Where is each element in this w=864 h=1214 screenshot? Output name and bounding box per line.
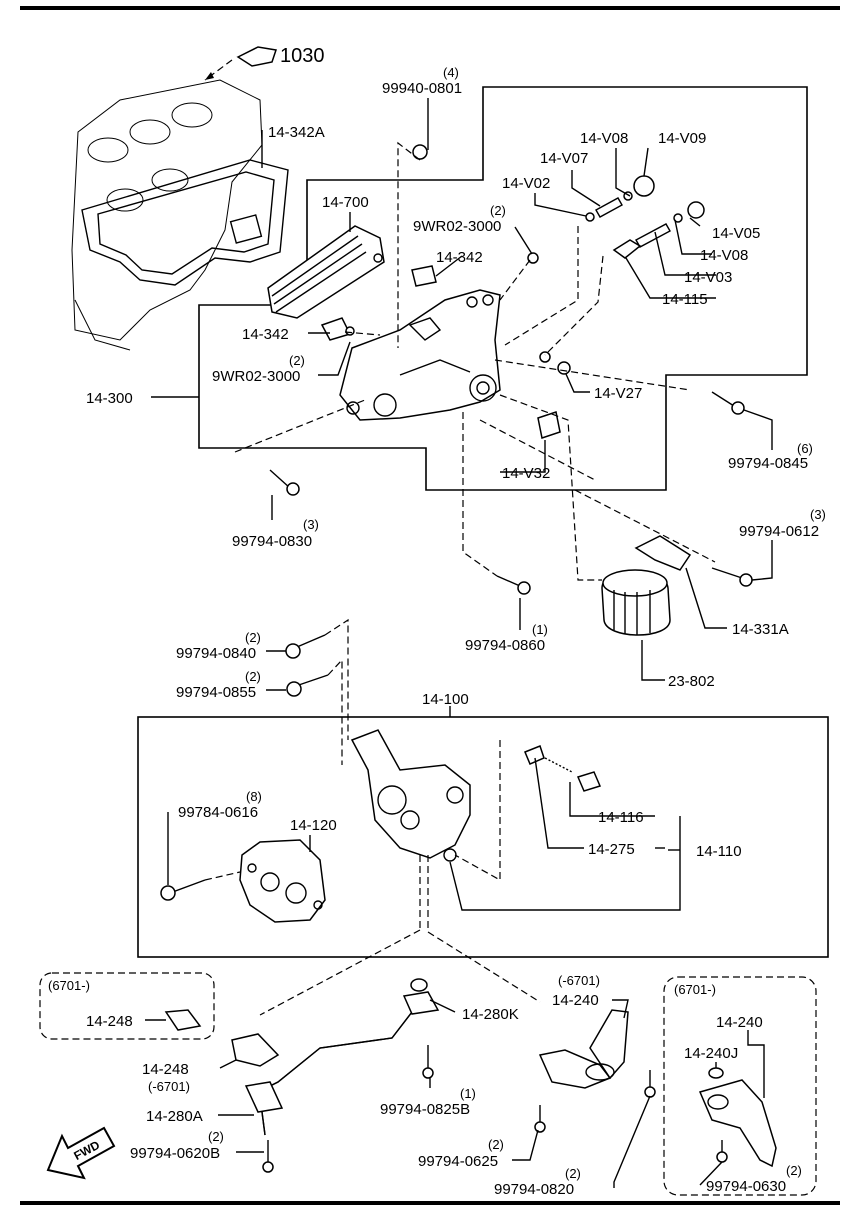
frame-14-300 <box>198 86 808 491</box>
label-14-v02: 14-V02 <box>502 175 550 192</box>
label-6701-right: (6701-) <box>674 982 716 997</box>
oil-cooler-14-700 <box>267 225 385 319</box>
label-14-v09: 14-V09 <box>658 130 706 147</box>
solid-leaders <box>145 98 773 1188</box>
label-99784-0616: 99784-0616 <box>178 804 258 821</box>
label-99794-0820: 99794-0820 <box>494 1181 574 1198</box>
label-14-110: 14-110 <box>696 843 742 860</box>
strainer-14-240-boxed <box>698 1067 777 1168</box>
qty-6701-mid: (-6701) <box>558 973 600 988</box>
qty-6701-248: (-6701) <box>148 1079 190 1094</box>
label-99794-0612: 99794-0612 <box>739 523 819 540</box>
frame-6701-right <box>663 976 817 1196</box>
gasket-14-248 <box>231 1033 280 1067</box>
label-99794-0845: 99794-0845 <box>728 455 808 472</box>
oil-pump-body-14-300 <box>339 289 501 421</box>
o-ring-14-280k <box>410 978 428 992</box>
label-14-248-a: 14-248 <box>86 1013 133 1030</box>
label-14-280k: 14-280K <box>462 1006 519 1023</box>
strainer-14-240 <box>538 1009 629 1089</box>
qty-99794-0855: (2) <box>245 669 261 684</box>
label-14-275: 14-275 <box>588 841 635 858</box>
oil-pipe-14-280a <box>244 991 440 1136</box>
fwd-arrow: FWD <box>46 1126 116 1180</box>
qty-99794-0620b: (2) <box>208 1129 224 1144</box>
label-14-280a: 14-280A <box>146 1108 203 1125</box>
bracket-14-331a <box>634 535 692 571</box>
qty-99794-0630: (2) <box>786 1163 802 1178</box>
label-14-115: 14-115 <box>662 291 708 308</box>
qty-99784-0616: (8) <box>246 789 262 804</box>
label-9wr02-3000-a: 9WR02-3000 <box>413 218 501 235</box>
label-14-v32: 14-V32 <box>502 465 550 482</box>
gasket-14-342a <box>81 159 289 286</box>
oil-filter-23-802 <box>601 569 671 636</box>
lower-bolts <box>262 1045 728 1173</box>
qty-9wr02-3000-a: (2) <box>490 203 506 218</box>
label-99794-0625: 99794-0625 <box>418 1153 498 1170</box>
label-14-120: 14-120 <box>290 817 337 834</box>
label-14-342-b: 14-342 <box>242 326 289 343</box>
label-23-802: 23-802 <box>668 673 715 690</box>
part-labels: 14-342A (4) 99940-0801 14-V08 14-V09 14-… <box>48 65 826 1198</box>
label-14-v27: 14-V27 <box>594 385 642 402</box>
label-14-240-a: 14-240 <box>552 992 599 1009</box>
label-9wr02-3000-b: 9WR02-3000 <box>212 368 300 385</box>
qty-99794-0845: (6) <box>797 441 813 456</box>
label-14-700: 14-700 <box>322 194 369 211</box>
label-14-100: 14-100 <box>422 691 469 708</box>
label-99940-0801: 99940-0801 <box>382 80 462 97</box>
label-14-240j: 14-240J <box>684 1045 738 1062</box>
label-14-v05: 14-V05 <box>712 225 760 242</box>
qty-99794-0825b: (1) <box>460 1086 476 1101</box>
qty-99794-0625: (2) <box>488 1137 504 1152</box>
label-14-331a: 14-331A <box>732 621 789 638</box>
label-14-v08-a: 14-V08 <box>580 130 628 147</box>
label-99794-0620b: 99794-0620B <box>130 1145 220 1162</box>
label-14-v03: 14-V03 <box>684 269 732 286</box>
label-14-240-b: 14-240 <box>716 1014 763 1031</box>
upper-bolts <box>269 391 753 595</box>
relief-valve-parts <box>320 144 705 439</box>
label-14-342a-top: 14-342A <box>268 124 325 141</box>
label-99794-0830: 99794-0830 <box>232 533 312 550</box>
label-14-248-b: 14-248 <box>142 1061 189 1078</box>
pump-cover-14-120 <box>239 839 326 923</box>
label-6701-left: (6701-) <box>48 978 90 993</box>
oil-pump-14-100-drawing <box>350 729 471 862</box>
label-99794-0860: 99794-0860 <box>465 637 545 654</box>
qty-99794-0612: (3) <box>810 507 826 522</box>
qty-99794-0830: (3) <box>303 517 319 532</box>
label-99794-0840: 99794-0840 <box>176 645 256 662</box>
label-14-116: 14-116 <box>598 809 644 826</box>
label-14-v07: 14-V07 <box>540 150 588 167</box>
qty-99794-0820: (2) <box>565 1166 581 1181</box>
qty-9wr02-3000-b: (2) <box>289 353 305 368</box>
label-14-300: 14-300 <box>86 390 133 407</box>
engine-block-drawing <box>71 79 263 351</box>
ref-1030-label: 1030 <box>280 45 325 67</box>
qty-99794-0860: (1) <box>532 622 548 637</box>
frame-14-100 <box>137 716 829 958</box>
label-99794-0630: 99794-0630 <box>706 1178 786 1195</box>
frame-6701-left <box>39 972 215 1040</box>
qty-99794-0840: (2) <box>245 630 261 645</box>
mid-dashed-leaders <box>204 618 541 1016</box>
qty-99940-0801: (4) <box>443 65 459 80</box>
label-99794-0855: 99794-0855 <box>176 684 256 701</box>
relief-valve-14-110 <box>524 745 602 792</box>
gasket-14-248-boxed <box>164 1009 202 1031</box>
ref-1030-callout: 1030 <box>204 45 325 81</box>
upper-dashed-leaders <box>234 141 716 581</box>
label-99794-0825b: 99794-0825B <box>380 1101 470 1118</box>
label-14-v08-b: 14-V08 <box>700 247 748 264</box>
label-14-342-a: 14-342 <box>436 249 483 266</box>
